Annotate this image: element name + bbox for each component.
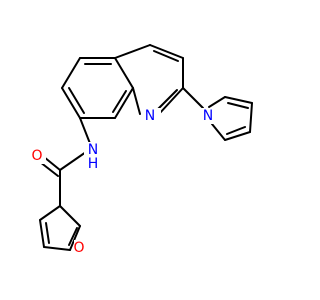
bond-layer [39,44,253,251]
quinoline-n-bg [141,108,161,124]
quinoline-nitrogen-label: N [145,108,155,124]
furan-o-bg [74,240,92,256]
atom-label-layer: N N N H O O [30,108,215,256]
pyrrole-nitrogen-label: N [203,108,213,124]
furan-oxygen-label: O [73,240,84,256]
amide-n-bg [84,142,102,168]
amide-hydrogen-label: H [88,156,99,172]
carbonyl-oxygen-label: O [31,148,42,164]
amide-nitrogen-label: N [88,142,98,158]
pyrrole-n-bg [199,108,215,124]
carbonyl-o-bg [30,148,46,164]
molecule-structure: N N N H O O [30,44,253,256]
